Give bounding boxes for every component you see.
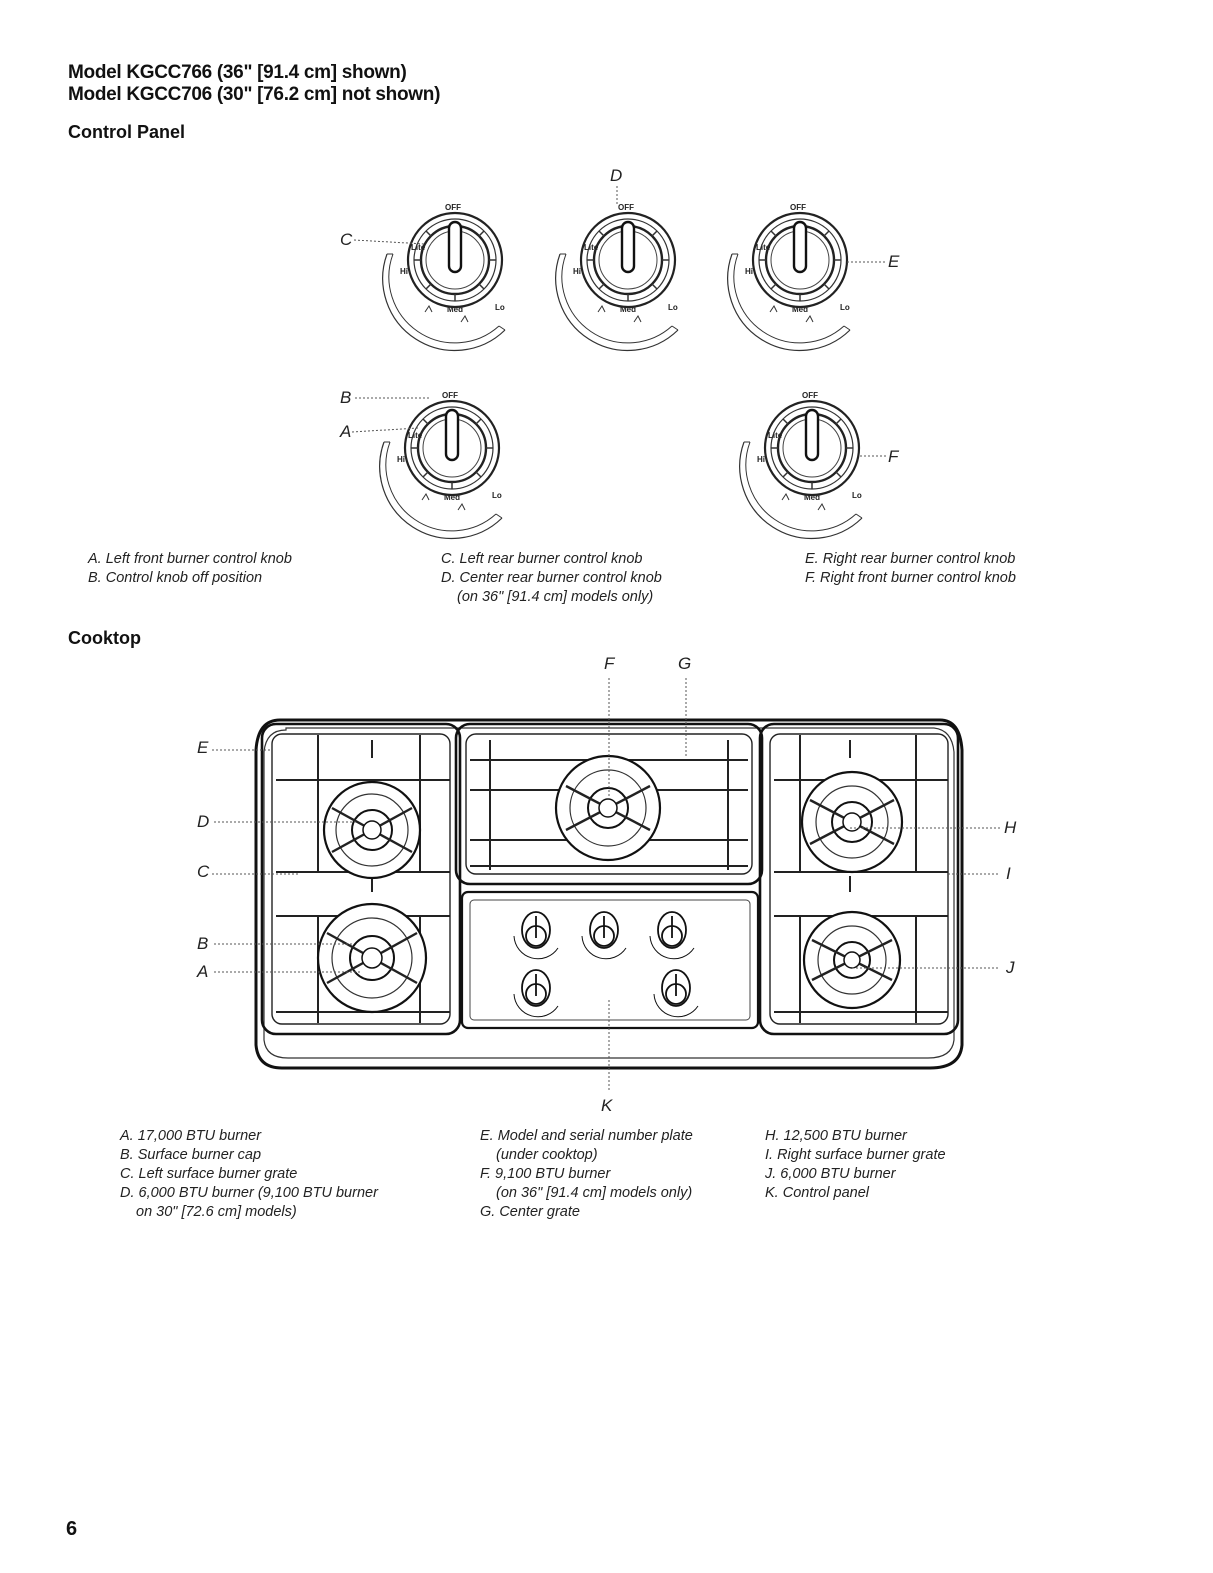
caption-line: G. Center grate [480,1204,580,1220]
cooktop-heading: Cooktop [68,628,141,648]
caption-line: B. Control knob off position [88,570,263,586]
caption-line: (under cooktop) [496,1147,598,1163]
caption-line: H. 12,500 BTU burner [765,1128,907,1144]
caption-line: K. Control panel [765,1185,869,1201]
caption-line: J. 6,000 BTU burner [765,1166,896,1182]
callout-B: B [340,388,352,407]
cooktop-callout-C: C [197,862,210,881]
model-title-1: Model KGCC766 (36" [91.4 cm] shown) [68,62,407,83]
cooktop-callout-K: K [601,1096,613,1115]
caption-line: F. 9,100 BTU burner [480,1166,611,1182]
control-caption-col2: C. Left rear burner control knob D. Cent… [441,550,662,607]
caption-line: (on 36" [91.4 cm] models only) [457,589,654,605]
caption-line: C. Left surface burner grate [120,1166,298,1182]
control-panel-heading: Control Panel [68,122,186,142]
caption-line: A. Left front burner control knob [88,551,292,567]
caption-line: on 30" [72.6 cm] models) [136,1204,297,1220]
caption-line: C. Left rear burner control knob [441,551,643,567]
cooktop-callout-A: A [197,962,209,981]
caption-line: D. Center rear burner control knob [441,570,662,586]
cooktop-callout-H: H [1004,818,1017,837]
model-title-2: Model KGCC706 (30" [76.2 cm] not shown) [68,84,441,105]
callout-D: D [610,166,623,185]
callout-C: C [340,230,353,249]
caption-line: D. 6,000 BTU burner (9,100 BTU burner [120,1185,378,1201]
cooktop-callout-F: F [604,654,615,673]
control-caption-col3: E. Right rear burner control knob F. Rig… [805,550,1016,588]
cooktop-callout-J: J [1006,958,1015,977]
cooktop-callout-G: G [678,654,692,673]
control-panel-diagram: Lite Hi Med Lo OFF [351,186,886,540]
callout-A: A [340,422,352,441]
caption-line: A. 17,000 BTU burner [120,1128,262,1144]
cooktop-diagram [212,678,1000,1092]
page-number: 6 [66,1518,78,1540]
cooktop-caption-col2: E. Model and serial number plate (under … [480,1127,693,1222]
caption-line: I. Right surface burner grate [765,1147,946,1163]
cooktop-callout-B: B [197,934,209,953]
cooktop-caption-col1: A. 17,000 BTU burner B. Surface burner c… [120,1127,378,1222]
control-caption-col1: A. Left front burner control knob B. Con… [88,550,292,588]
caption-line: (on 36" [91.4 cm] models only) [496,1185,693,1201]
callout-E: E [888,252,900,271]
callout-F: F [888,447,899,466]
cooktop-callout-E: E [197,738,209,757]
cooktop-callout-I: I [1006,864,1011,883]
caption-line: F. Right front burner control knob [805,570,1016,586]
cooktop-caption-col3: H. 12,500 BTU burner I. Right surface bu… [765,1127,946,1203]
caption-line: E. Right rear burner control knob [805,551,1016,567]
caption-line: E. Model and serial number plate [480,1128,693,1144]
cooktop-callout-D: D [197,812,210,831]
caption-line: B. Surface burner cap [120,1147,262,1163]
